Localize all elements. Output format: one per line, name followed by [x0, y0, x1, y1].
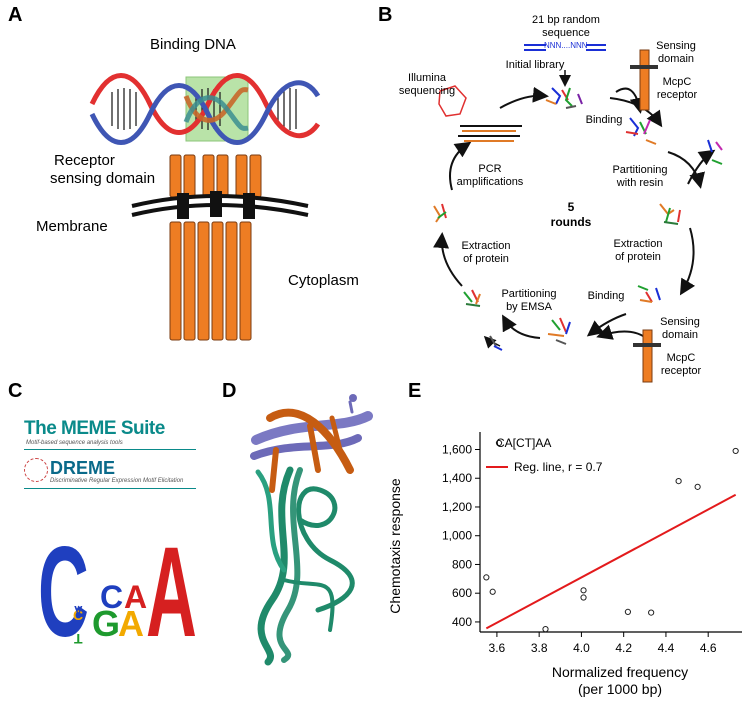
dreme-logo-icon [24, 458, 48, 482]
receptor-cytoplasmic-domain [169, 221, 252, 341]
data-point [675, 478, 682, 485]
data-point [580, 587, 587, 594]
dna-strand-red [89, 73, 321, 139]
protein-helix-1 [257, 466, 294, 666]
logo-letter-c-small: A [74, 603, 83, 617]
logo-letter-a-small: A [124, 579, 147, 615]
binding-top-label: Binding [585, 114, 623, 126]
x-tick-label: 3.8 [531, 641, 548, 655]
y-tick-label: 1,600 [442, 442, 472, 456]
mcpc-receptor-top [630, 49, 658, 111]
panel-label-c: C [8, 380, 23, 402]
legend-point-marker [495, 439, 503, 447]
panel-label-e: E [408, 380, 422, 402]
panel-label-b: B [378, 4, 393, 26]
data-point [489, 588, 496, 595]
logo-letter-c-1: C [38, 520, 89, 664]
panel-label-d: D [222, 380, 237, 402]
x-tick-label: 4.6 [700, 641, 717, 655]
receptor-label: Receptor sensing domain [50, 152, 156, 187]
dreme-title: DREME [50, 458, 116, 478]
x-tick-label: 4.0 [573, 641, 590, 655]
y-tick-label: 600 [452, 586, 472, 600]
y-tick-label: 1,400 [442, 471, 472, 485]
y-axis-title: Chemotaxis response [387, 478, 403, 614]
x-tick-label: 4.2 [615, 641, 632, 655]
dna-strand-blue [89, 80, 321, 145]
pcr-product-lines [458, 125, 522, 142]
random-sequence-bar [524, 44, 606, 51]
dreme-subtitle: Discriminative Regular Expression Motif … [50, 478, 184, 484]
data-point [648, 609, 655, 616]
legend-regression-label: Reg. line, r = 0.7 [514, 460, 603, 474]
illumina-icon [438, 85, 467, 117]
y-tick-label: 800 [452, 557, 472, 571]
cytoplasm-label: Cytoplasm [288, 272, 359, 289]
dreme-divider [24, 488, 196, 489]
dna-clusters [433, 87, 723, 351]
logo-letter-t-small: T [74, 631, 83, 647]
data-point [542, 626, 549, 633]
logo-letter-a-large: A [146, 520, 197, 664]
x-axis-title: Normalized frequency (per 1000 bp) [551, 664, 689, 697]
initial-library-label: Initial library [505, 59, 565, 71]
nnn-sequence: NNN....NNN [544, 41, 588, 50]
logo-letter-c-2: C [100, 579, 123, 615]
meme-suite-title: The MEME Suite [24, 418, 165, 439]
data-point [732, 447, 739, 455]
logo-letter-g-small: C [73, 607, 83, 623]
data-point [580, 594, 587, 601]
meme-suite-subtitle: Motif-based sequence analysis tools [26, 440, 123, 446]
y-tick-label: 400 [452, 615, 472, 629]
binding-bottom-label: Binding [587, 290, 625, 302]
y-tick-label: 1,200 [442, 500, 472, 514]
membrane-label: Membrane [36, 218, 108, 235]
data-point [483, 574, 490, 581]
legend-series-label: CA[CT]AA [496, 436, 552, 450]
logo-letter-g: A [118, 603, 144, 644]
regression-line [485, 493, 737, 630]
receptor-sensing-domain [169, 154, 262, 198]
data-point [624, 608, 632, 615]
binding-dna-label: Binding DNA [150, 36, 236, 53]
x-tick-label: 3.6 [489, 641, 506, 655]
meme-divider [24, 449, 196, 450]
data-point [694, 483, 701, 490]
panel-label-a: A [8, 4, 23, 26]
x-tick-label: 4.4 [658, 641, 675, 655]
y-tick-label: 1,000 [442, 529, 472, 543]
mcpc-receptor-bottom [633, 329, 661, 383]
logo-letter-t: G [92, 603, 120, 644]
